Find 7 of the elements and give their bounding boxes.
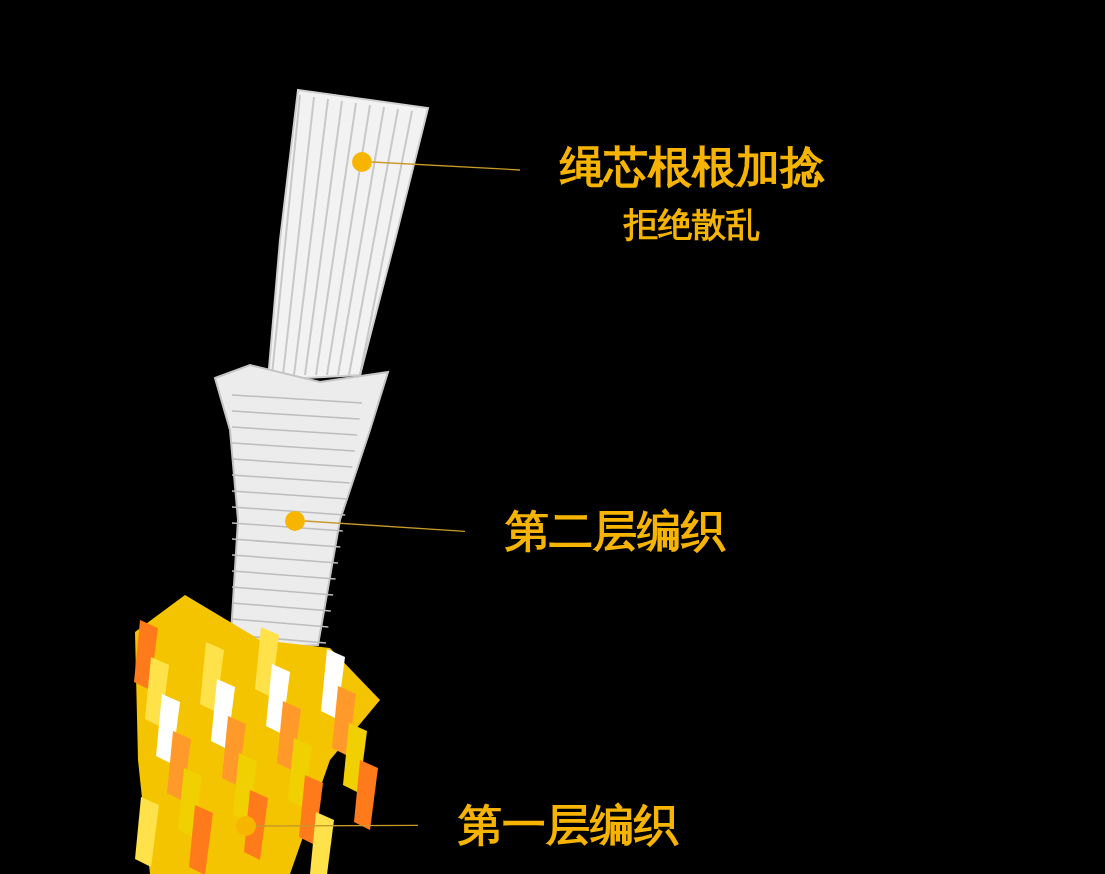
leader-line xyxy=(255,824,419,827)
callout-label: 第一层编织 xyxy=(458,800,678,851)
leader-line xyxy=(371,161,521,171)
callout-label: 第二层编织 xyxy=(505,506,725,557)
callout-label: 绳芯根根加捻 xyxy=(560,142,824,193)
callout-subtitle: 拒绝散乱 xyxy=(622,204,761,244)
leader-line xyxy=(304,520,466,532)
